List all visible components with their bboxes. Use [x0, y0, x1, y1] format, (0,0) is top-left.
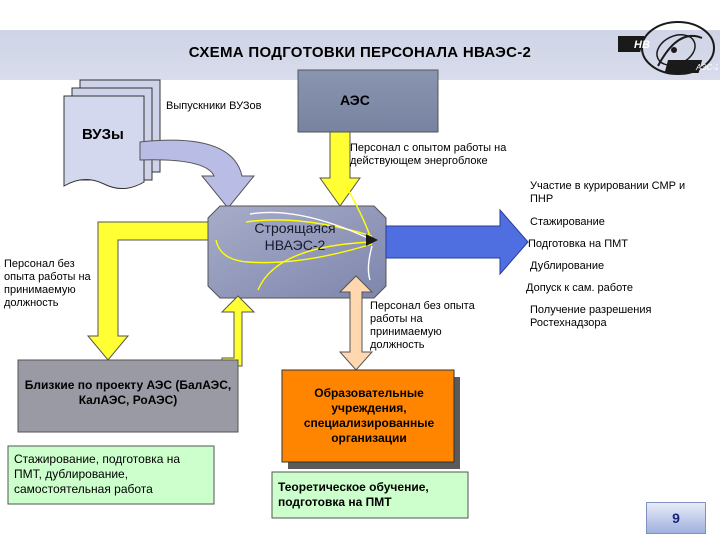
theory-box — [271, 471, 469, 519]
page-title: СХЕМА ПОДГОТОВКИ ПЕРСОНАЛА НВАЭС-2 — [188, 44, 532, 61]
education-box — [281, 369, 455, 463]
logo: НВ АЭС-2 — [610, 8, 720, 76]
stage-item: Подготовка на ПМТ — [528, 238, 628, 250]
npp-label: АЭС — [340, 92, 370, 108]
education-label: Образовательные учреждения, специализиро… — [303, 386, 435, 445]
staff-no-exp-mid-label: Персонал без опыта работы на принимаемую… — [370, 300, 475, 351]
similar-plants-training-label: Стажирование, подготовка на ПМТ, дублиро… — [14, 452, 181, 496]
logo-top: НВ — [634, 39, 650, 51]
stage-item: Дублирование — [530, 260, 605, 272]
similar-plants-label: Близкие по проекту АЭС (БалАЭС, КалАЭС, … — [24, 378, 232, 407]
stages-arrow — [385, 208, 529, 276]
logo-bottom: АЭС-2 — [695, 63, 718, 72]
stage-item: Получение разрешения Ростехнадзора — [530, 304, 652, 329]
plant-label: Строящаяся НВАЭС-2 — [254, 220, 336, 253]
similar-plants-training-box — [7, 445, 215, 505]
left-yellow-arrow — [86, 221, 209, 361]
theory-label: Теоретическое обучение, подготовка на ПМ… — [278, 480, 429, 509]
similar-plants-box — [17, 359, 239, 433]
graduates-label: Выпускники ВУЗов — [166, 100, 262, 112]
similar-plants-arrow — [220, 295, 256, 367]
page-number: 9 — [646, 502, 706, 534]
npp-box — [297, 69, 439, 133]
stage-item: Стажирование — [530, 216, 605, 228]
stage-item: Участие в курировании СМР и ПНР — [530, 180, 686, 205]
universities-label: ВУЗы — [82, 126, 124, 143]
plant-shape — [207, 205, 387, 299]
staff-no-exp-left-label: Персонал без опыта работы на принимаемую… — [4, 258, 91, 309]
experienced-staff-label: Персонал с опытом работы на действующем … — [350, 142, 507, 167]
graduates-arrow — [139, 139, 256, 209]
stage-item: Допуск к сам. работе — [526, 282, 633, 294]
